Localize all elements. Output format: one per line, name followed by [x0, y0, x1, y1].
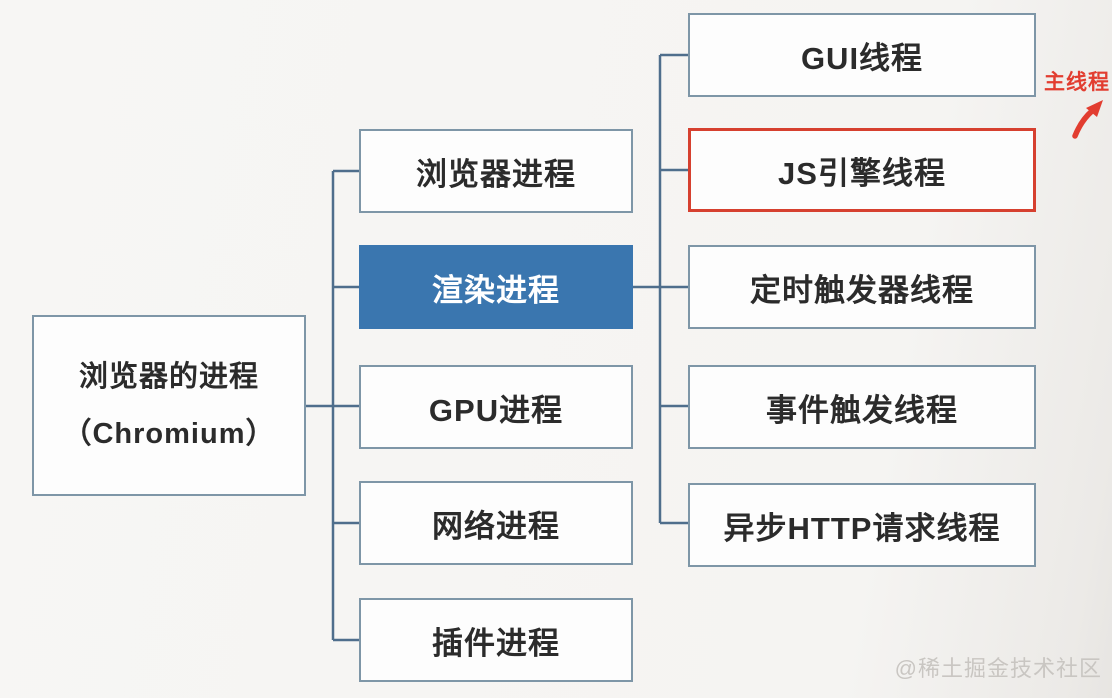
watermark: @稀土掘金技术社区: [894, 656, 1102, 681]
node-label: GUI线程: [800, 40, 924, 76]
node-render-process: 渲染进程: [359, 245, 633, 329]
node-label: 渲染进程: [432, 272, 560, 308]
node-plugin-process: 插件进程: [359, 598, 633, 682]
node-async-http-thread: 异步HTTP请求线程: [688, 483, 1036, 567]
node-label: JS引擎线程: [778, 155, 946, 191]
node-browser-process: 浏览器进程: [359, 129, 633, 213]
node-label: 异步HTTP请求线程: [723, 510, 1001, 546]
main-thread-arrow-icon: [1072, 100, 1103, 139]
node-gpu-process: GPU进程: [359, 365, 633, 449]
root-label-line1: 浏览器的进程: [78, 360, 259, 393]
node-label: 定时触发器线程: [750, 272, 974, 308]
node-timer-trigger-thread: 定时触发器线程: [688, 245, 1036, 329]
main-thread-annotation: 主线程: [1044, 71, 1110, 94]
node-label: GPU进程: [428, 392, 564, 428]
node-browser-processes-root: 浏览器的进程 （Chromium）: [32, 315, 306, 496]
node-label: 网络进程: [432, 508, 560, 544]
node-network-process: 网络进程: [359, 481, 633, 565]
node-label: 事件触发线程: [766, 392, 958, 428]
node-label: 插件进程: [432, 625, 560, 661]
node-label: 浏览器进程: [416, 156, 576, 192]
node-js-engine-thread: JS引擎线程: [688, 128, 1036, 212]
node-event-trigger-thread: 事件触发线程: [688, 365, 1036, 449]
node-gui-thread: GUI线程: [688, 13, 1036, 97]
root-label-line2: （Chromium）: [62, 417, 276, 450]
